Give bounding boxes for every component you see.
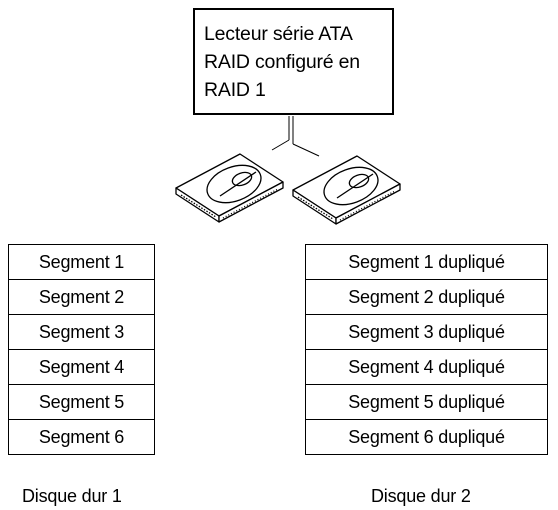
- table-row: Segment 1 dupliqué: [305, 244, 548, 280]
- segment-cell: Segment 6: [8, 419, 155, 455]
- table-row: Segment 2 dupliqué: [305, 279, 548, 315]
- table-row: Segment 3 dupliqué: [305, 314, 548, 350]
- table-row: Segment 1: [8, 244, 155, 280]
- table-row: Segment 5: [8, 384, 155, 420]
- disk1-caption: Disque dur 1: [22, 486, 122, 506]
- raid-box-line: RAID 1: [204, 79, 266, 101]
- table-row: Segment 6: [8, 419, 155, 455]
- segment-cell: Segment 5: [8, 384, 155, 420]
- disk1-segment-table: Segment 1 Segment 2 Segment 3 Segment 4 …: [8, 244, 155, 455]
- segment-cell: Segment 4: [8, 349, 155, 385]
- mirrored-segment-cell: Segment 4 dupliqué: [305, 349, 548, 385]
- raid-box-line: RAID configuré en: [204, 51, 360, 73]
- mirrored-segment-cell: Segment 2 dupliqué: [305, 279, 548, 315]
- disk2-segment-table: Segment 1 dupliqué Segment 2 dupliqué Se…: [305, 244, 548, 455]
- mirrored-segment-cell: Segment 3 dupliqué: [305, 314, 548, 350]
- hard-drive-icon: [175, 153, 284, 223]
- hard-drive-icon: [292, 155, 401, 225]
- segment-cell: Segment 1: [8, 244, 155, 280]
- mirrored-segment-cell: Segment 5 dupliqué: [305, 384, 548, 420]
- mirrored-segment-cell: Segment 1 dupliqué: [305, 244, 548, 280]
- table-row: Segment 3: [8, 314, 155, 350]
- disk2-caption: Disque dur 2: [371, 486, 471, 506]
- raid-volume-box: Lecteur série ATA RAID configuré en RAID…: [193, 8, 394, 115]
- table-row: Segment 2: [8, 279, 155, 315]
- segment-cell: Segment 2: [8, 279, 155, 315]
- mirrored-segment-cell: Segment 6 dupliqué: [305, 419, 548, 455]
- connector-lines: [271, 116, 320, 157]
- segment-cell: Segment 3: [8, 314, 155, 350]
- table-row: Segment 6 dupliqué: [305, 419, 548, 455]
- table-row: Segment 5 dupliqué: [305, 384, 548, 420]
- table-row: Segment 4: [8, 349, 155, 385]
- table-row: Segment 4 dupliqué: [305, 349, 548, 385]
- raid-box-line: Lecteur série ATA: [204, 23, 353, 45]
